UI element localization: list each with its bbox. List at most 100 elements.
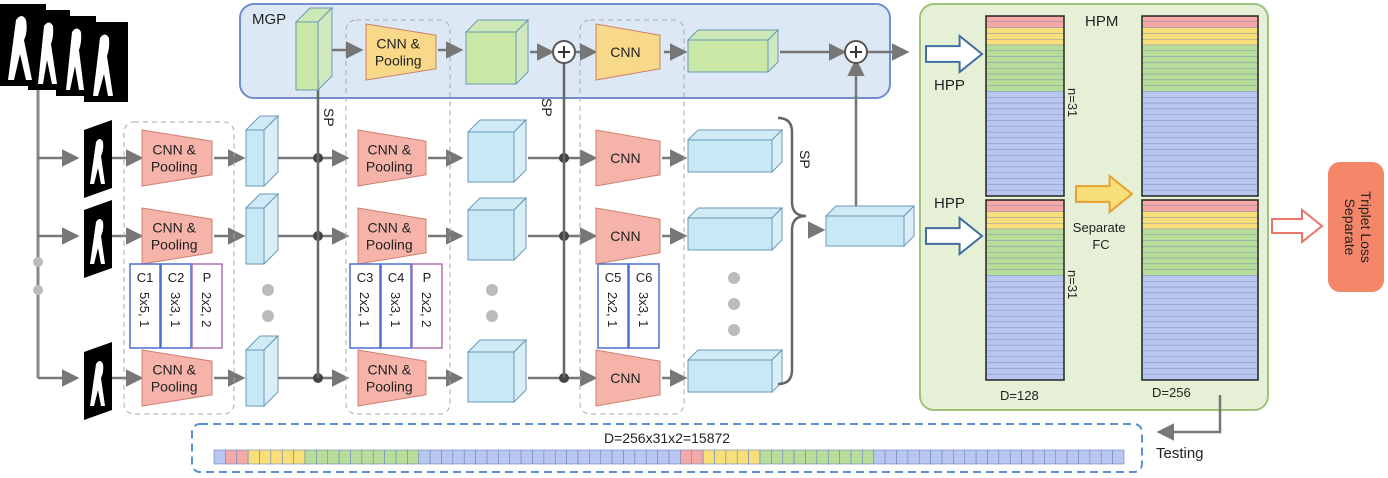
stripe xyxy=(1141,73,1259,81)
stripe xyxy=(1141,56,1259,63)
stripe xyxy=(1141,205,1259,212)
concat-cell xyxy=(782,449,795,465)
stripe xyxy=(985,281,1065,288)
mgp-title: MGP xyxy=(252,11,286,28)
ellipsis-dot xyxy=(262,284,274,296)
concat-cell xyxy=(1055,449,1068,465)
stripe xyxy=(1141,321,1259,328)
cnn-pooling-block-2-label: Pooling xyxy=(366,237,413,253)
set-feature-cube xyxy=(824,204,916,248)
param-spec: 2x2, 2 xyxy=(199,292,214,327)
stripe xyxy=(1141,339,1259,346)
cnn-block-label: CNN xyxy=(610,228,640,244)
feature-cube-3 xyxy=(686,206,784,252)
separate-fc-label: Separate FC xyxy=(1073,220,1129,252)
stripe xyxy=(1141,315,1259,323)
stripe xyxy=(1141,240,1259,247)
stripe xyxy=(1141,368,1259,375)
concat-cell xyxy=(327,449,340,465)
sp-label-3: SP xyxy=(797,150,813,169)
ellipsis-dot xyxy=(33,257,43,267)
mgp-cube-3 xyxy=(686,28,780,74)
concat-cell xyxy=(691,449,704,465)
stripe xyxy=(985,91,1065,98)
stripe xyxy=(985,223,1065,230)
stripe xyxy=(985,234,1065,241)
concat-cell xyxy=(498,449,511,465)
stripe xyxy=(985,240,1065,247)
stripe xyxy=(985,102,1065,110)
stripe xyxy=(985,155,1065,162)
cnn-block-label: CNN xyxy=(610,370,640,386)
concat-cell xyxy=(509,449,522,465)
concat-cell xyxy=(862,449,875,465)
concat-cell xyxy=(452,449,465,465)
hpp-label-top: HPP xyxy=(934,77,965,94)
concat-cell xyxy=(1032,449,1045,465)
stripe xyxy=(1141,350,1259,357)
feature-cube-2 xyxy=(466,338,528,404)
stripe xyxy=(985,68,1065,75)
stripe xyxy=(985,166,1065,173)
mgp-plus-1 xyxy=(552,40,576,64)
cnn-pooling-block-1-shape xyxy=(141,349,213,407)
stripe xyxy=(1141,189,1259,197)
concat-cell xyxy=(725,449,738,465)
fc-stripes-bottom-right xyxy=(1141,199,1259,381)
concat-cell xyxy=(543,449,556,465)
concat-cell xyxy=(1078,449,1091,465)
concat-cell xyxy=(816,449,829,465)
concat-cell xyxy=(998,449,1011,465)
concat-cell xyxy=(281,449,294,465)
cnn-pooling-block-2-label: CNN & xyxy=(367,362,411,378)
ellipsis-dot xyxy=(728,272,740,284)
stripe xyxy=(985,137,1065,144)
mgp-cnn-pooling-block-label: CNN & xyxy=(376,36,420,52)
stripe xyxy=(1141,211,1259,218)
mgp-cube-2-side xyxy=(515,18,529,86)
dashed-group-2 xyxy=(345,19,451,415)
concat-cell xyxy=(270,449,283,465)
stripe xyxy=(1141,120,1259,127)
stripe xyxy=(985,368,1065,375)
stripe xyxy=(1141,281,1259,288)
stripe xyxy=(1141,172,1259,179)
stripe xyxy=(1141,286,1259,294)
stripe xyxy=(1141,68,1259,75)
sp-brace xyxy=(777,116,807,386)
param-spec: 3x3, 1 xyxy=(388,292,403,327)
concat-cell xyxy=(293,449,306,465)
stripe xyxy=(985,178,1065,185)
param-cell xyxy=(597,263,629,349)
cnn-pooling-block-1-label: Pooling xyxy=(151,379,198,395)
cnn-pooling-block-1-label: CNN & xyxy=(152,362,196,378)
fc-stripes-bottom-right-border xyxy=(1141,199,1259,381)
stripe xyxy=(1141,257,1259,265)
param-name: C2 xyxy=(168,270,185,285)
concat-cell xyxy=(1112,449,1125,465)
concat-cell xyxy=(259,449,272,465)
param-name: P xyxy=(203,270,212,285)
concat-cell xyxy=(463,449,476,465)
concat-dashed-box xyxy=(191,423,1143,473)
sp-label-1: SP xyxy=(321,108,337,127)
feature-cube-3-top xyxy=(686,129,784,141)
concat-cell xyxy=(532,449,545,465)
concat-cell xyxy=(645,449,658,465)
concat-cell xyxy=(896,449,909,465)
concat-cell xyxy=(361,449,374,465)
mgp-plus-2 xyxy=(844,40,868,64)
stripe xyxy=(985,356,1065,363)
stripe xyxy=(1141,356,1259,363)
loss-label-line-2: Triplet Loss xyxy=(1358,191,1374,263)
feature-cube-1 xyxy=(244,192,280,266)
concat-cell xyxy=(850,449,863,465)
fc-stripes-top-right xyxy=(1141,15,1259,197)
ellipsis-dot xyxy=(262,310,274,322)
stripe xyxy=(1141,178,1259,185)
stripe xyxy=(1141,160,1259,168)
stripe xyxy=(1141,228,1259,236)
concat-cell xyxy=(1089,449,1102,465)
feature-cube-2 xyxy=(466,196,528,262)
feature-cube-3-top xyxy=(686,207,784,219)
